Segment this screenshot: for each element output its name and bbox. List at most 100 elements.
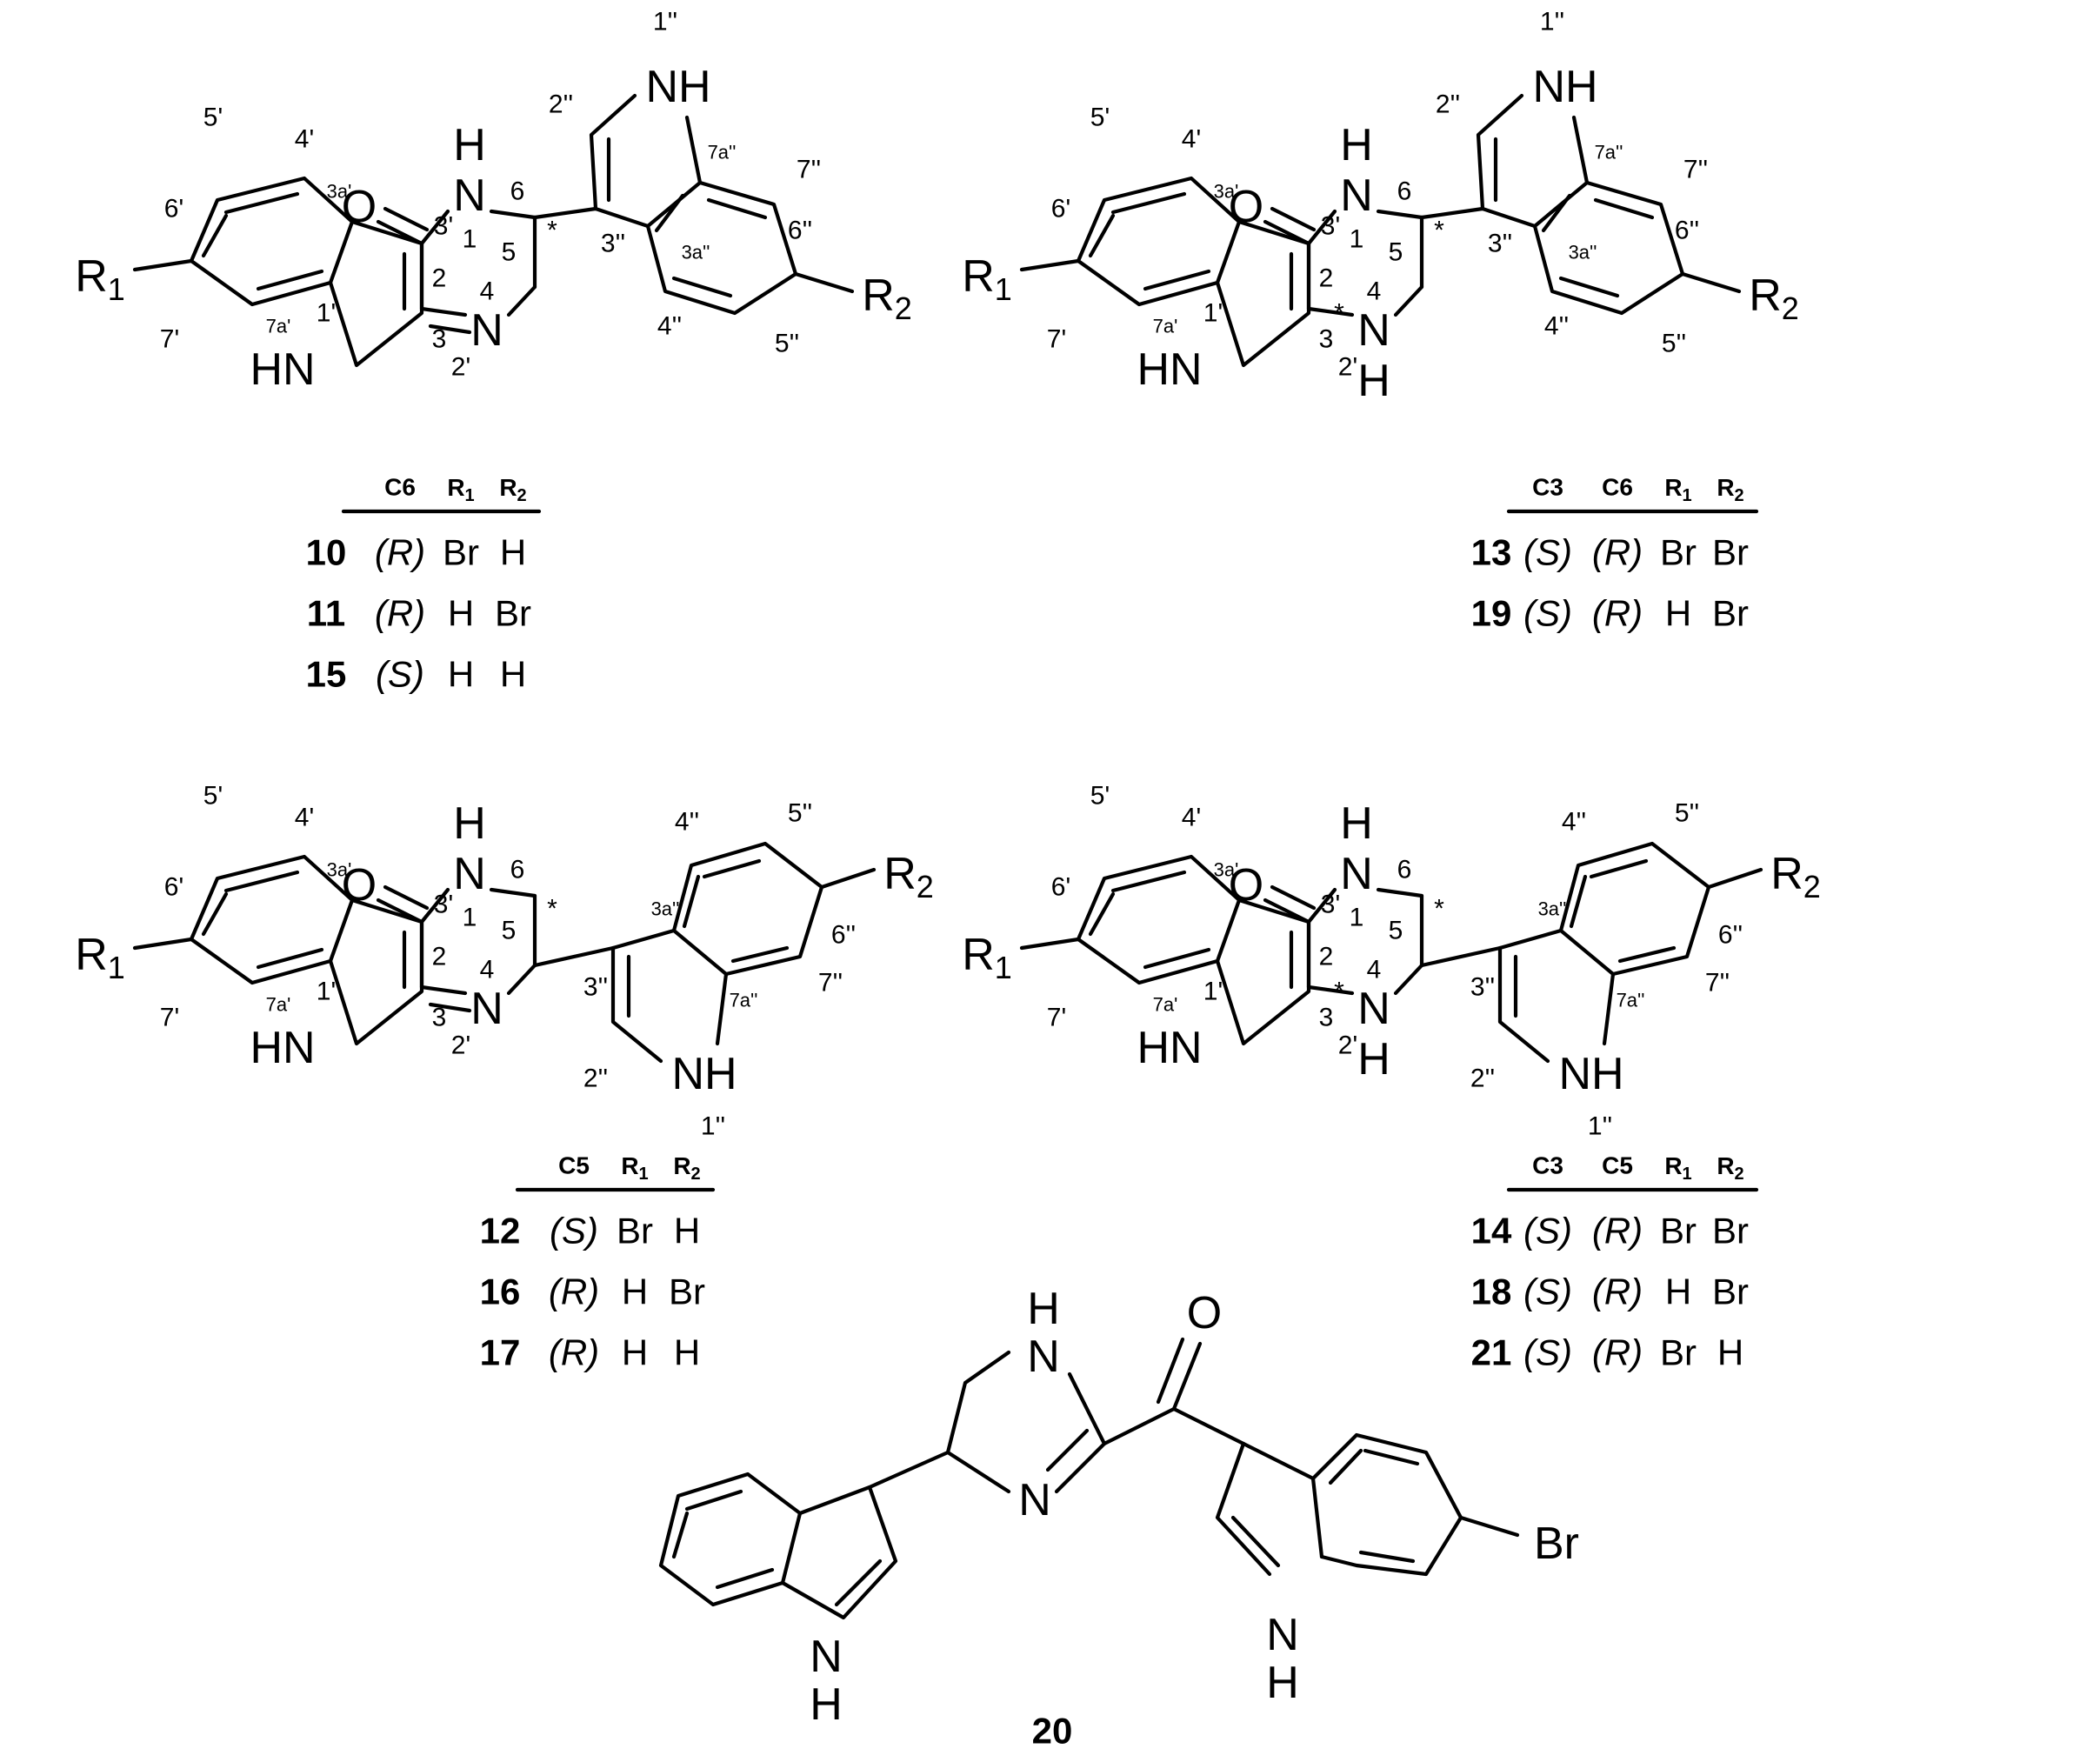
pyrrole-ring-2 [610, 928, 729, 1046]
table-cell: (R) [549, 1271, 599, 1312]
bond-c3-n4 [419, 984, 468, 996]
compound-number: 18 [1471, 1271, 1512, 1312]
double-bond-co [383, 884, 430, 911]
locant-7p: 7' [160, 1004, 179, 1032]
compound-number: 15 [306, 654, 347, 695]
table-cell: Br [495, 593, 531, 634]
locant-2: 2 [1319, 943, 1334, 971]
r1-label: R1 [962, 251, 1012, 307]
stereo-star-c3: * [1334, 978, 1344, 1006]
bond-c5-c3pp [1419, 945, 1503, 968]
double-bond [1358, 1550, 1416, 1564]
pyrrole-ring-2 [1497, 928, 1616, 1046]
pyrrole-ring [1497, 945, 1550, 1064]
table-header: C5 [558, 1152, 590, 1179]
bond-c2-n1 [1306, 887, 1337, 924]
locant-7app: 7a'' [1595, 142, 1623, 164]
oxygen: O [342, 860, 377, 911]
locant-3: 3 [432, 1004, 447, 1032]
pyrrole-ring-2 [1480, 115, 1590, 229]
table-cell: Br [1712, 1211, 1749, 1251]
table-header: R1 [621, 1152, 648, 1185]
n1-hydrogen: H [453, 798, 486, 849]
table-cell: (R) [1592, 593, 1643, 634]
double-bond [1363, 1448, 1420, 1466]
table-header: C6 [1602, 474, 1633, 501]
locant-7pp: 7'' [818, 969, 843, 998]
table-cell: H [500, 654, 526, 695]
br-bond [1458, 1515, 1520, 1538]
compound-number: 21 [1471, 1332, 1512, 1373]
table-cell: H [1665, 593, 1691, 634]
bond-n1-c6 [1376, 887, 1424, 898]
locant-3ap: 3a' [1214, 859, 1239, 881]
bromine-20: Br [1534, 1518, 1579, 1569]
double-bond [201, 213, 229, 258]
locant-1pp: 1'' [701, 1112, 725, 1141]
locant-3p: 3' [1321, 891, 1340, 919]
r2-label: R2 [1749, 270, 1799, 326]
oxygen-20: O [1187, 1288, 1222, 1338]
locant-4: 4 [480, 277, 495, 306]
table-header: R2 [673, 1152, 700, 1185]
indole-nh-right: NH [671, 1049, 737, 1099]
table-header: C3 [1532, 1152, 1563, 1179]
locant-2p: 2' [451, 1031, 470, 1060]
pyrrole-ring [780, 1485, 898, 1620]
table-cell: (R) [375, 532, 425, 573]
locant-7app: 7a'' [730, 990, 758, 1011]
locant-6pp: 6'' [788, 217, 812, 245]
double-bond [706, 197, 768, 220]
table-cell: Br [617, 1211, 653, 1251]
compound-number: 14 [1471, 1211, 1512, 1251]
bond-c2-n1 [1306, 209, 1337, 246]
locant-5pp: 5'' [1675, 799, 1699, 828]
n4-atom: N [1357, 305, 1390, 356]
n1-hydrogen: H [1340, 798, 1373, 849]
oxygen: O [342, 182, 377, 232]
locant-1pp: 1'' [1588, 1112, 1612, 1141]
locant-1p: 1' [317, 978, 336, 1006]
double-bond [684, 1489, 743, 1512]
benzene-ring [1558, 841, 1711, 977]
r1-bond [132, 258, 194, 272]
stereo-star-c3: * [1334, 299, 1344, 328]
table-cell: (S) [1523, 593, 1572, 634]
double-bond [671, 276, 733, 298]
r2-bond [1706, 867, 1763, 890]
locant-6pp: 6'' [831, 921, 856, 950]
indole-n-20b: N [1266, 1610, 1299, 1660]
table-cell: H [500, 532, 526, 573]
locant-6p: 6' [1051, 195, 1070, 224]
bond [1171, 1406, 1246, 1446]
r2-bond [1680, 271, 1742, 294]
locant-3p: 3' [434, 891, 453, 919]
double-bond [1110, 191, 1187, 215]
locant-5pp: 5'' [775, 330, 799, 358]
table-cell: Br [1660, 1211, 1697, 1251]
double-bond-c3-n4 [428, 1002, 472, 1013]
double-bond-co [1270, 206, 1317, 232]
table-cell: Br [669, 1271, 705, 1312]
pyrrole-ring [1215, 1441, 1272, 1577]
locant-6pp: 6'' [1675, 217, 1699, 245]
locant-3: 3 [1319, 325, 1334, 354]
table-cell: H [622, 1332, 648, 1373]
locant-2pp: 2'' [1436, 90, 1460, 119]
table-cell: H [1717, 1332, 1743, 1373]
r1-bond [1019, 937, 1081, 951]
locant-2: 2 [432, 264, 447, 293]
indole-nh-right: NH [1532, 62, 1597, 112]
locant-2: 2 [432, 943, 447, 971]
oxygen: O [1229, 860, 1263, 911]
locant-2pp: 2'' [549, 90, 573, 119]
locant-2: 2 [1319, 264, 1334, 293]
table-cell: (S) [1523, 532, 1572, 573]
locant-4pp: 4'' [657, 312, 682, 341]
bond [945, 1450, 1011, 1494]
table-cell: (R) [1592, 1211, 1643, 1251]
n1-atom: N [1340, 170, 1373, 221]
